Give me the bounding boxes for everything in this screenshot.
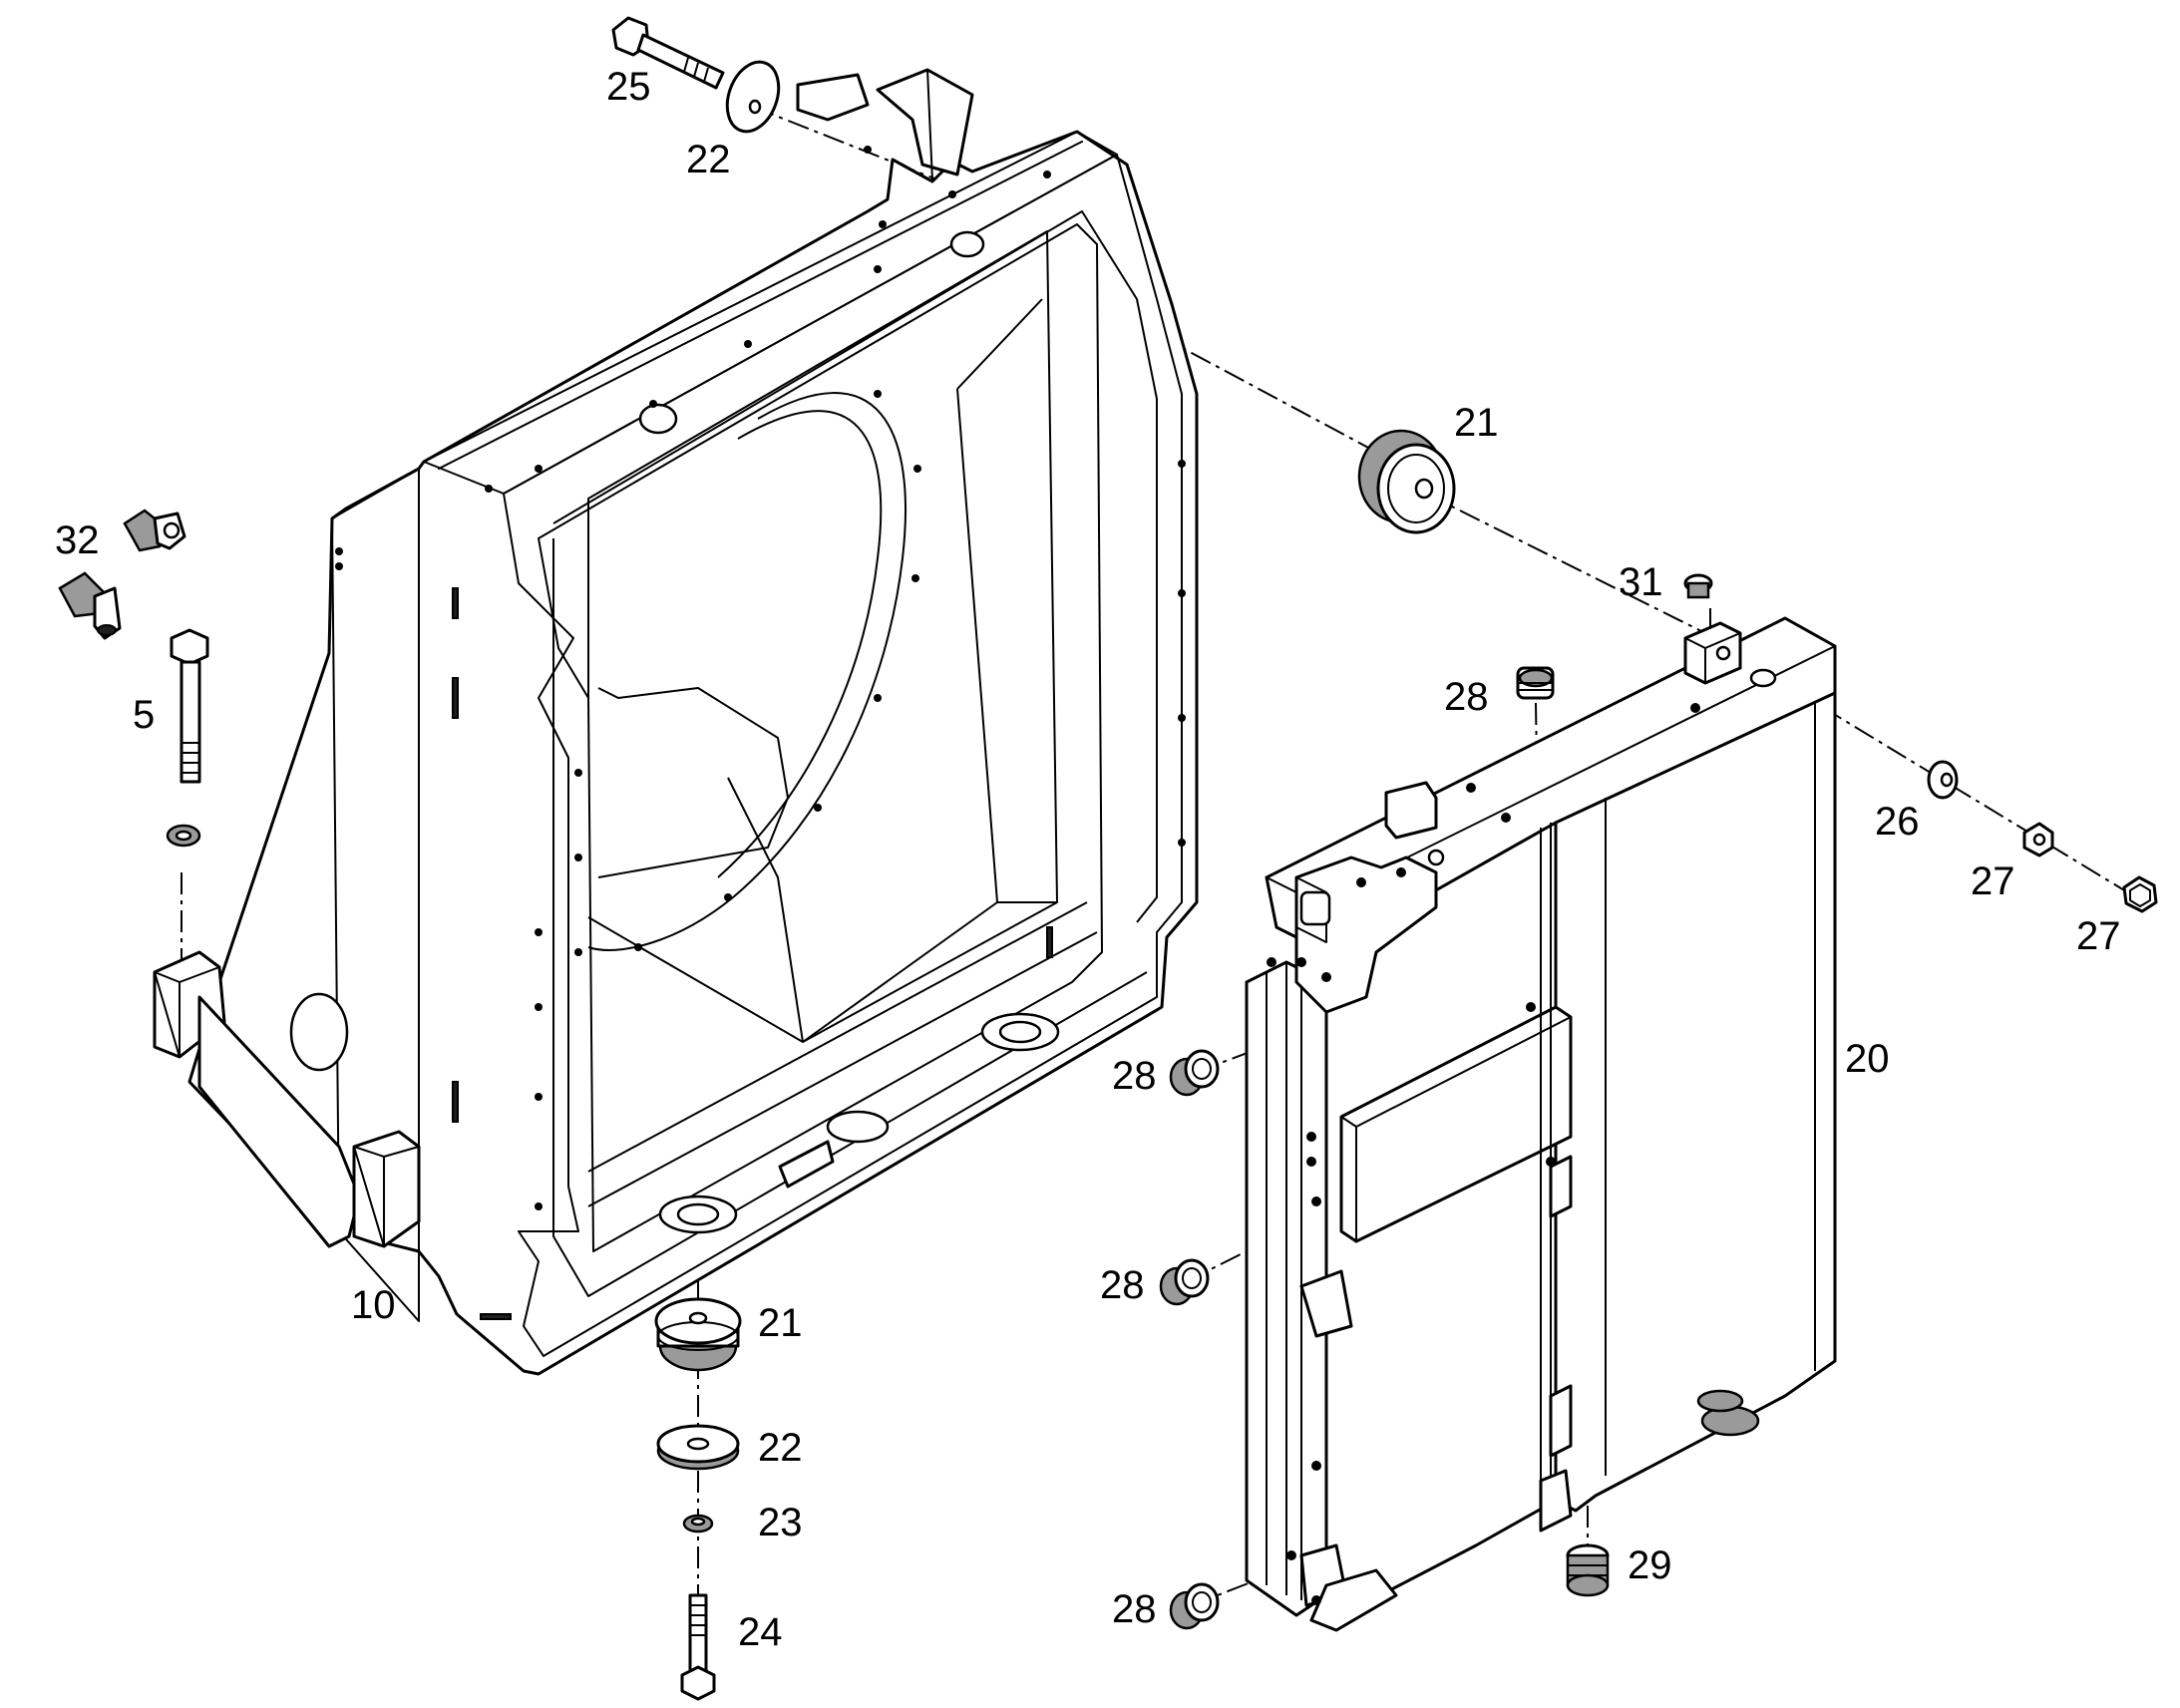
callout-10: 10 [351, 1283, 396, 1327]
fan-shroud-frame [153, 68, 1199, 1376]
rubber-mount-21-top [1357, 429, 1456, 534]
callout-26: 26 [1875, 800, 1920, 844]
callout-28-low: 28 [1100, 1263, 1145, 1307]
callout-29: 29 [1628, 1543, 1672, 1587]
washer-22-bottom [656, 1424, 740, 1471]
washer-5 [166, 824, 201, 848]
bolt-24 [680, 1593, 716, 1701]
callout-28-top: 28 [1444, 675, 1489, 719]
callout-25: 25 [606, 65, 651, 109]
washer-23 [682, 1514, 714, 1534]
callout-27-a: 27 [1971, 859, 2015, 903]
plug-28-mid [1169, 1049, 1220, 1097]
fitting-32-upper [123, 509, 186, 552]
washer-22-top [725, 60, 781, 134]
fitting-32-lower [58, 571, 122, 640]
frame-bolt-holes [335, 146, 1186, 1210]
nut-27-a [2022, 822, 2054, 857]
callout-21-top: 21 [1454, 401, 1499, 445]
rubber-mount-21-bottom [654, 1297, 742, 1372]
callout-20: 20 [1845, 1037, 1890, 1081]
callout-24: 24 [738, 1610, 783, 1654]
plug-28-bottom [1169, 1582, 1220, 1630]
callout-28-mid: 28 [1112, 1054, 1157, 1098]
callout-21-bottom: 21 [758, 1301, 803, 1345]
callout-31: 31 [1619, 560, 1663, 604]
radiator-cooler [1245, 616, 1837, 1632]
callout-32: 32 [55, 518, 100, 562]
plug-31 [1683, 573, 1713, 599]
callout-22-bottom: 22 [758, 1426, 803, 1470]
nut-27-b [2122, 875, 2158, 913]
bolt-5 [170, 628, 209, 784]
plug-28-top [1516, 666, 1555, 700]
callout-28-bottom: 28 [1112, 1587, 1157, 1631]
callout-27-b: 27 [2076, 914, 2121, 958]
washer-26 [1927, 760, 1959, 800]
callout-23: 23 [758, 1501, 803, 1544]
plug-28-low [1159, 1258, 1210, 1306]
bolt-25 [611, 16, 725, 90]
callout-labels: 25 22 21 32 5 31 28 26 27 27 20 28 28 28… [55, 65, 2121, 1654]
callout-5: 5 [133, 693, 155, 737]
callout-22-top: 22 [686, 138, 731, 181]
plug-29 [1566, 1543, 1610, 1597]
